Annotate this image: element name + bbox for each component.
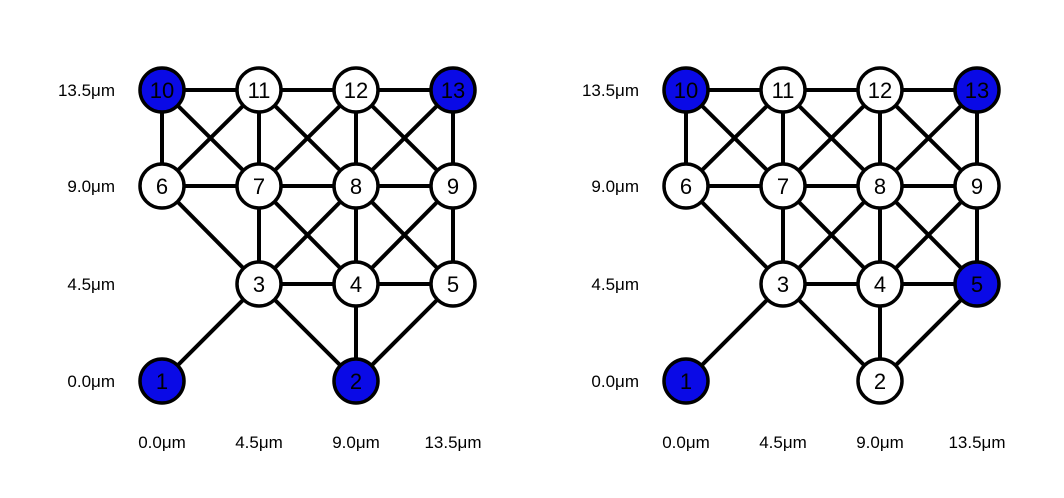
x-axis-label: 0.0μm bbox=[138, 433, 186, 452]
node-8 bbox=[856, 162, 904, 210]
node-7 bbox=[759, 162, 807, 210]
y-axis-label: 9.0μm bbox=[591, 177, 639, 196]
node-5 bbox=[953, 260, 1001, 308]
node-10 bbox=[662, 66, 710, 114]
node-label-9: 9 bbox=[447, 174, 459, 199]
x-axis-label: 4.5μm bbox=[235, 433, 283, 452]
panel-right: 13.5μm 9.0μm 4.5μm 0.0μm 0.0μm 4.5μm 9.0μm 13.5… bbox=[582, 66, 1006, 452]
node-label-2: 2 bbox=[350, 369, 362, 394]
node-5 bbox=[429, 260, 477, 308]
node-label-4: 4 bbox=[350, 272, 362, 297]
node-label-12: 12 bbox=[344, 78, 368, 103]
y-axis-label: 9.0μm bbox=[67, 177, 115, 196]
node-label-2: 2 bbox=[874, 369, 886, 394]
node-label-11: 11 bbox=[248, 78, 271, 103]
node-label-10: 10 bbox=[674, 78, 698, 103]
x-axis-label: 0.0μm bbox=[662, 433, 710, 452]
node-label-5: 5 bbox=[447, 272, 459, 297]
node-label-5: 5 bbox=[971, 272, 983, 297]
node-label-7: 7 bbox=[253, 174, 265, 199]
node-label-12: 12 bbox=[868, 78, 892, 103]
node-13 bbox=[429, 66, 477, 114]
node-label-9: 9 bbox=[971, 174, 983, 199]
node-label-8: 8 bbox=[350, 174, 362, 199]
x-axis-label: 4.5μm bbox=[759, 433, 807, 452]
node-label-6: 6 bbox=[680, 174, 692, 199]
node-label-4: 4 bbox=[874, 272, 886, 297]
node-label-3: 3 bbox=[253, 272, 265, 297]
node-8 bbox=[332, 162, 380, 210]
node-2 bbox=[332, 357, 380, 405]
node-label-7: 7 bbox=[777, 174, 789, 199]
node-label-1: 1 bbox=[680, 369, 692, 394]
node-label-6: 6 bbox=[156, 174, 168, 199]
y-axis-label: 0.0μm bbox=[591, 372, 639, 391]
node-1 bbox=[662, 357, 710, 405]
node-9 bbox=[429, 162, 477, 210]
node-12 bbox=[332, 66, 380, 114]
y-axis-label: 13.5μm bbox=[58, 81, 115, 100]
node-label-10: 10 bbox=[150, 78, 174, 103]
node-9 bbox=[953, 162, 1001, 210]
node-6 bbox=[662, 162, 710, 210]
node-label-1: 1 bbox=[156, 369, 168, 394]
x-axis-label: 9.0μm bbox=[856, 433, 904, 452]
y-axis-label: 4.5μm bbox=[67, 275, 115, 294]
node-4 bbox=[856, 260, 904, 308]
node-12 bbox=[856, 66, 904, 114]
node-11 bbox=[759, 66, 807, 114]
node-13 bbox=[953, 66, 1001, 114]
node-10 bbox=[138, 66, 186, 114]
x-axis-label: 13.5μm bbox=[424, 433, 481, 452]
node-1 bbox=[138, 357, 186, 405]
x-axis-label: 9.0μm bbox=[332, 433, 380, 452]
node-label-8: 8 bbox=[874, 174, 886, 199]
node-label-13: 13 bbox=[441, 78, 465, 103]
node-4 bbox=[332, 260, 380, 308]
node-2 bbox=[856, 357, 904, 405]
node-label-13: 13 bbox=[965, 78, 989, 103]
node-6 bbox=[138, 162, 186, 210]
node-3 bbox=[235, 260, 283, 308]
panel-left: 13.5μm 9.0μm 4.5μm 0.0μm 0.0μm 4.5μm 9.0μm 13.5… bbox=[58, 66, 482, 452]
node-11 bbox=[235, 66, 283, 114]
node-7 bbox=[235, 162, 283, 210]
y-axis-label: 0.0μm bbox=[67, 372, 115, 391]
node-3 bbox=[759, 260, 807, 308]
node-label-11: 11 bbox=[772, 78, 795, 103]
x-axis-label: 13.5μm bbox=[948, 433, 1005, 452]
y-axis-label: 4.5μm bbox=[591, 275, 639, 294]
node-label-3: 3 bbox=[777, 272, 789, 297]
y-axis-label: 13.5μm bbox=[582, 81, 639, 100]
